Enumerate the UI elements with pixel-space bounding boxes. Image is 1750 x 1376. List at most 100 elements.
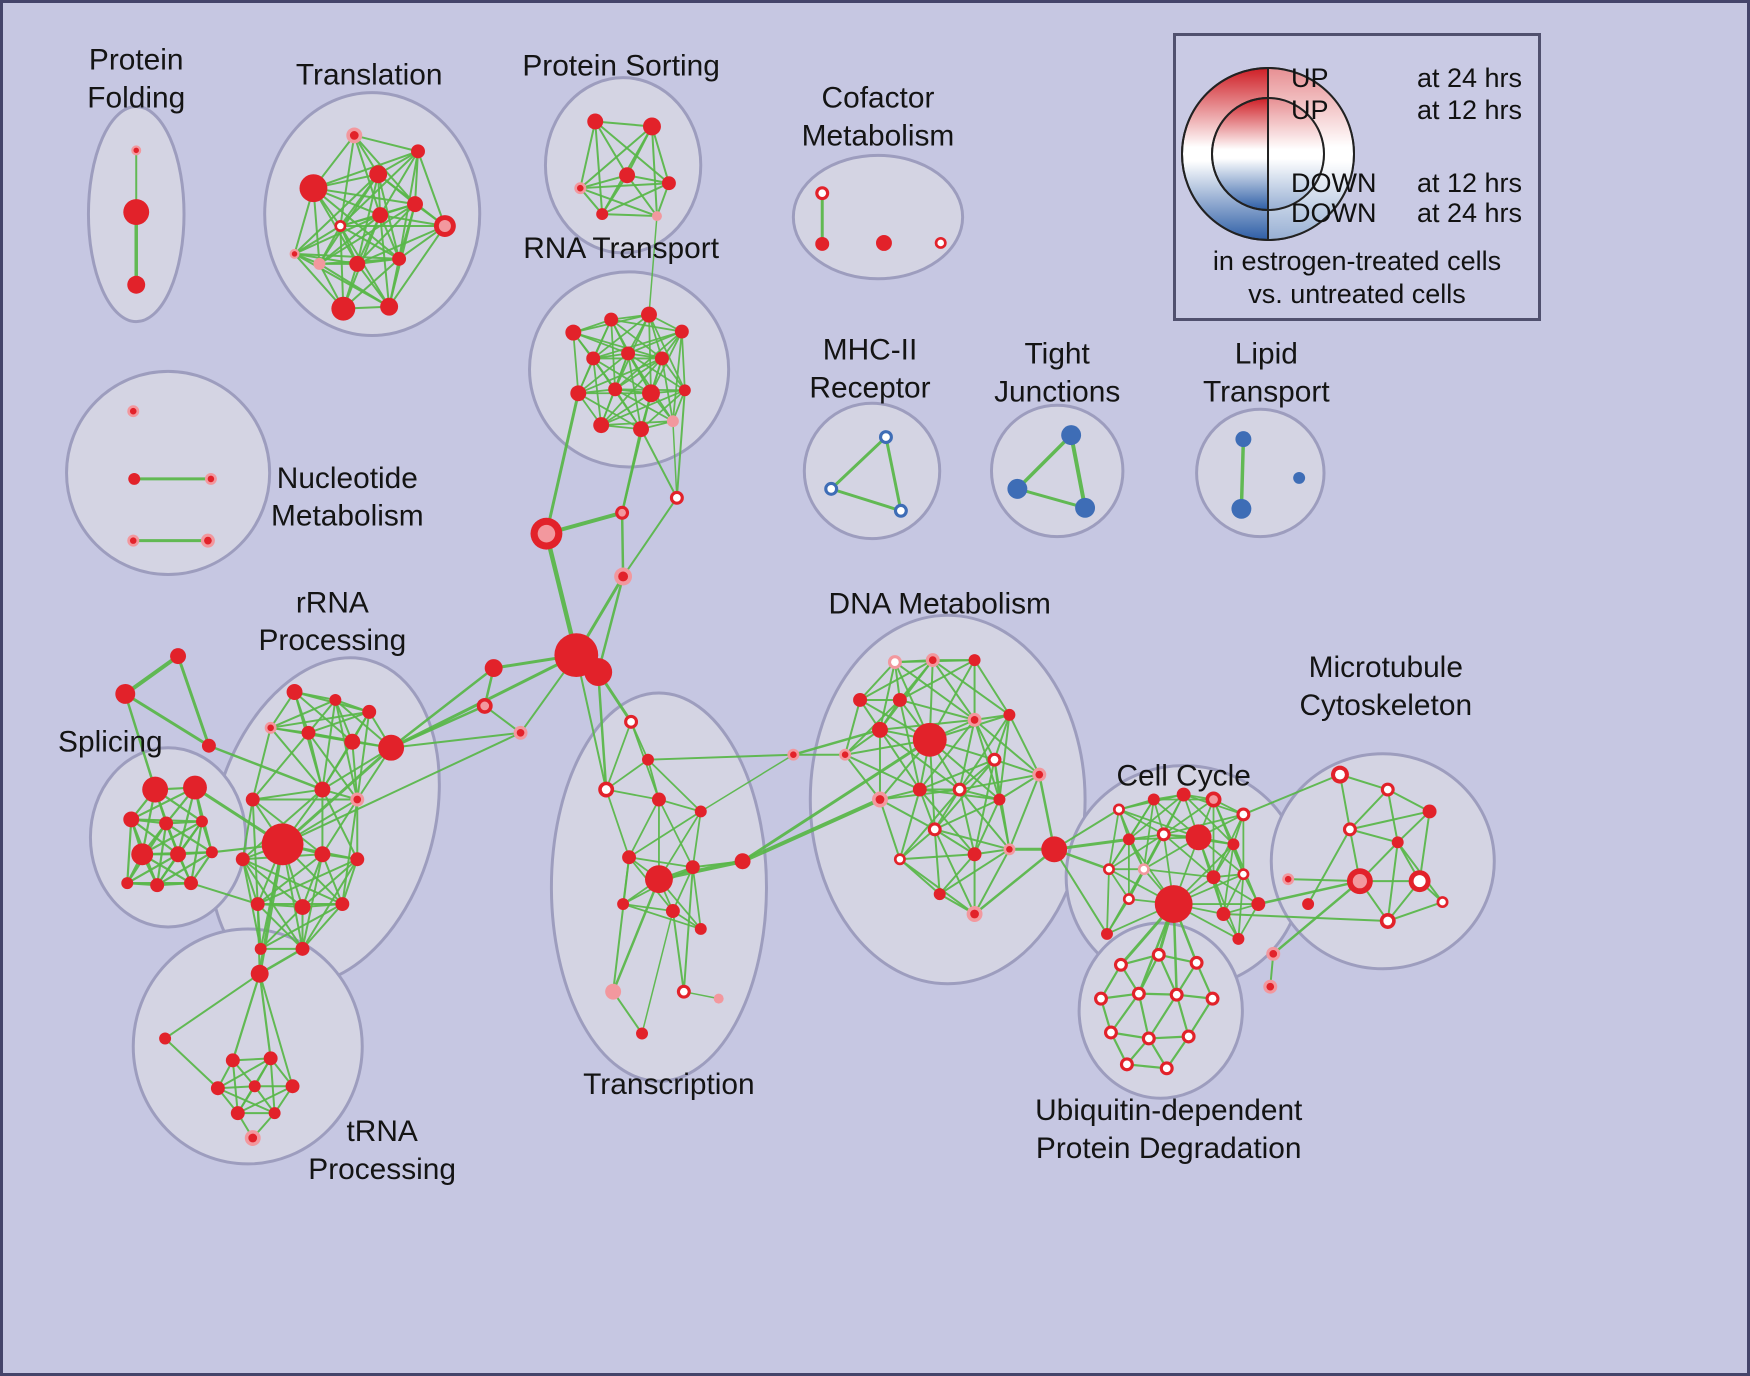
- network-node: [313, 257, 326, 270]
- network-node: [268, 1107, 281, 1120]
- network-node: [263, 1051, 278, 1066]
- network-edge: [641, 910, 674, 1035]
- network-node: [142, 776, 169, 803]
- network-node: [349, 255, 366, 272]
- network-edge: [898, 659, 976, 701]
- network-node: [713, 993, 724, 1004]
- network-edge: [658, 798, 694, 869]
- network-node: [734, 853, 751, 870]
- network-node: [1293, 471, 1306, 484]
- network-node: [1422, 804, 1437, 819]
- cluster-rna-transport: [528, 270, 731, 469]
- legend-up12-time: at 12 hrs: [1416, 95, 1522, 125]
- network-edge: [216, 1057, 272, 1090]
- legend-down12-time: at 12 hrs: [1416, 168, 1522, 198]
- network-edge: [647, 758, 702, 813]
- cluster-label-rrna-processing: Processing: [259, 624, 407, 657]
- network-edge: [973, 659, 1011, 716]
- cluster-label-ubiquitin-degradation: Protein Degradation: [1036, 1132, 1302, 1165]
- network-node: [128, 472, 141, 485]
- network-edge: [646, 753, 795, 761]
- network-node: [654, 351, 669, 366]
- network-node-core: [1240, 870, 1247, 878]
- network-node: [362, 704, 377, 719]
- network-node-core: [601, 785, 611, 794]
- network-edge: [1053, 848, 1108, 935]
- network-edge: [1147, 993, 1178, 1040]
- network-edge: [594, 120, 653, 128]
- network-edge: [884, 435, 903, 513]
- network-edge: [1418, 810, 1431, 883]
- cluster-label-nucleotide-metabolism: Nucleotide: [277, 462, 418, 495]
- network-edge: [251, 731, 310, 801]
- network-edge: [671, 910, 685, 993]
- network-edge: [1187, 997, 1214, 1038]
- cluster-label-dna-metabolism: DNA Metabolism: [829, 587, 1051, 620]
- network-edge: [740, 797, 882, 864]
- network-edge: [321, 698, 337, 791]
- network-node-core: [1105, 865, 1113, 873]
- network-edge: [123, 692, 211, 748]
- network-edge: [627, 330, 683, 355]
- network-node: [622, 850, 637, 865]
- network-edge: [596, 670, 608, 791]
- network-node-core: [1284, 875, 1292, 883]
- network-edge: [898, 698, 921, 791]
- network-node-core: [1346, 825, 1354, 834]
- network-node: [605, 983, 622, 1000]
- network-edge: [627, 352, 686, 392]
- network-node: [1101, 927, 1113, 940]
- network-edge: [259, 906, 304, 950]
- network-node: [131, 843, 154, 866]
- network-node: [651, 211, 662, 222]
- network-edge: [1106, 898, 1130, 935]
- network-node-core: [841, 751, 849, 758]
- network-edge: [958, 718, 976, 791]
- network-node: [565, 324, 582, 341]
- network-node-core: [1159, 830, 1168, 839]
- network-edge: [176, 654, 211, 748]
- network-node-core: [1209, 795, 1218, 804]
- network-node: [1231, 498, 1252, 519]
- network-node-core: [349, 131, 359, 140]
- cluster-label-mhc-ii-receptor: MHC-II: [823, 333, 918, 366]
- network-node: [350, 852, 365, 867]
- network-node: [378, 734, 405, 761]
- network-edge: [898, 858, 976, 916]
- network-edge: [1142, 868, 1215, 879]
- network-edge: [321, 746, 393, 791]
- network-node: [1206, 870, 1221, 885]
- network-edge: [164, 972, 261, 1040]
- network-node-core: [1266, 982, 1275, 991]
- network-node: [411, 144, 425, 159]
- legend-box: UP at 24 hrs UP at 12 hrs DOWN at 12 hrs…: [1173, 33, 1541, 321]
- network-edge: [1069, 433, 1088, 510]
- network-edge: [1222, 873, 1245, 915]
- network-node-core: [673, 493, 681, 502]
- cluster-label-cell-cycle: Cell Cycle: [1116, 760, 1250, 793]
- network-node: [331, 296, 356, 321]
- network-edge: [258, 972, 272, 1060]
- network-node-core: [129, 407, 137, 415]
- network-edge: [594, 120, 604, 216]
- network-node: [1003, 708, 1016, 721]
- legend-updown-glyph: [1181, 67, 1355, 241]
- network-edge: [251, 798, 259, 906]
- network-edge: [611, 877, 661, 993]
- network-node-core: [1269, 950, 1278, 958]
- network-node: [225, 1053, 240, 1068]
- network-edge: [301, 853, 324, 909]
- network-edge: [1242, 773, 1341, 816]
- cluster-label-splicing: Splicing: [58, 726, 163, 759]
- cluster-trna-processing: [131, 927, 364, 1166]
- network-node-core: [1413, 875, 1426, 888]
- cluster-label-microtubule-cytoskeleton: Cytoskeleton: [1299, 689, 1472, 722]
- network-edge: [307, 731, 324, 791]
- network-edge: [998, 773, 1041, 801]
- legend-up12-label: UP: [1291, 95, 1329, 125]
- network-edge: [600, 392, 652, 427]
- legend-up24-time: at 24 hrs: [1416, 63, 1522, 93]
- cluster-label-trna-processing: tRNA: [346, 1115, 417, 1148]
- network-node: [407, 196, 423, 213]
